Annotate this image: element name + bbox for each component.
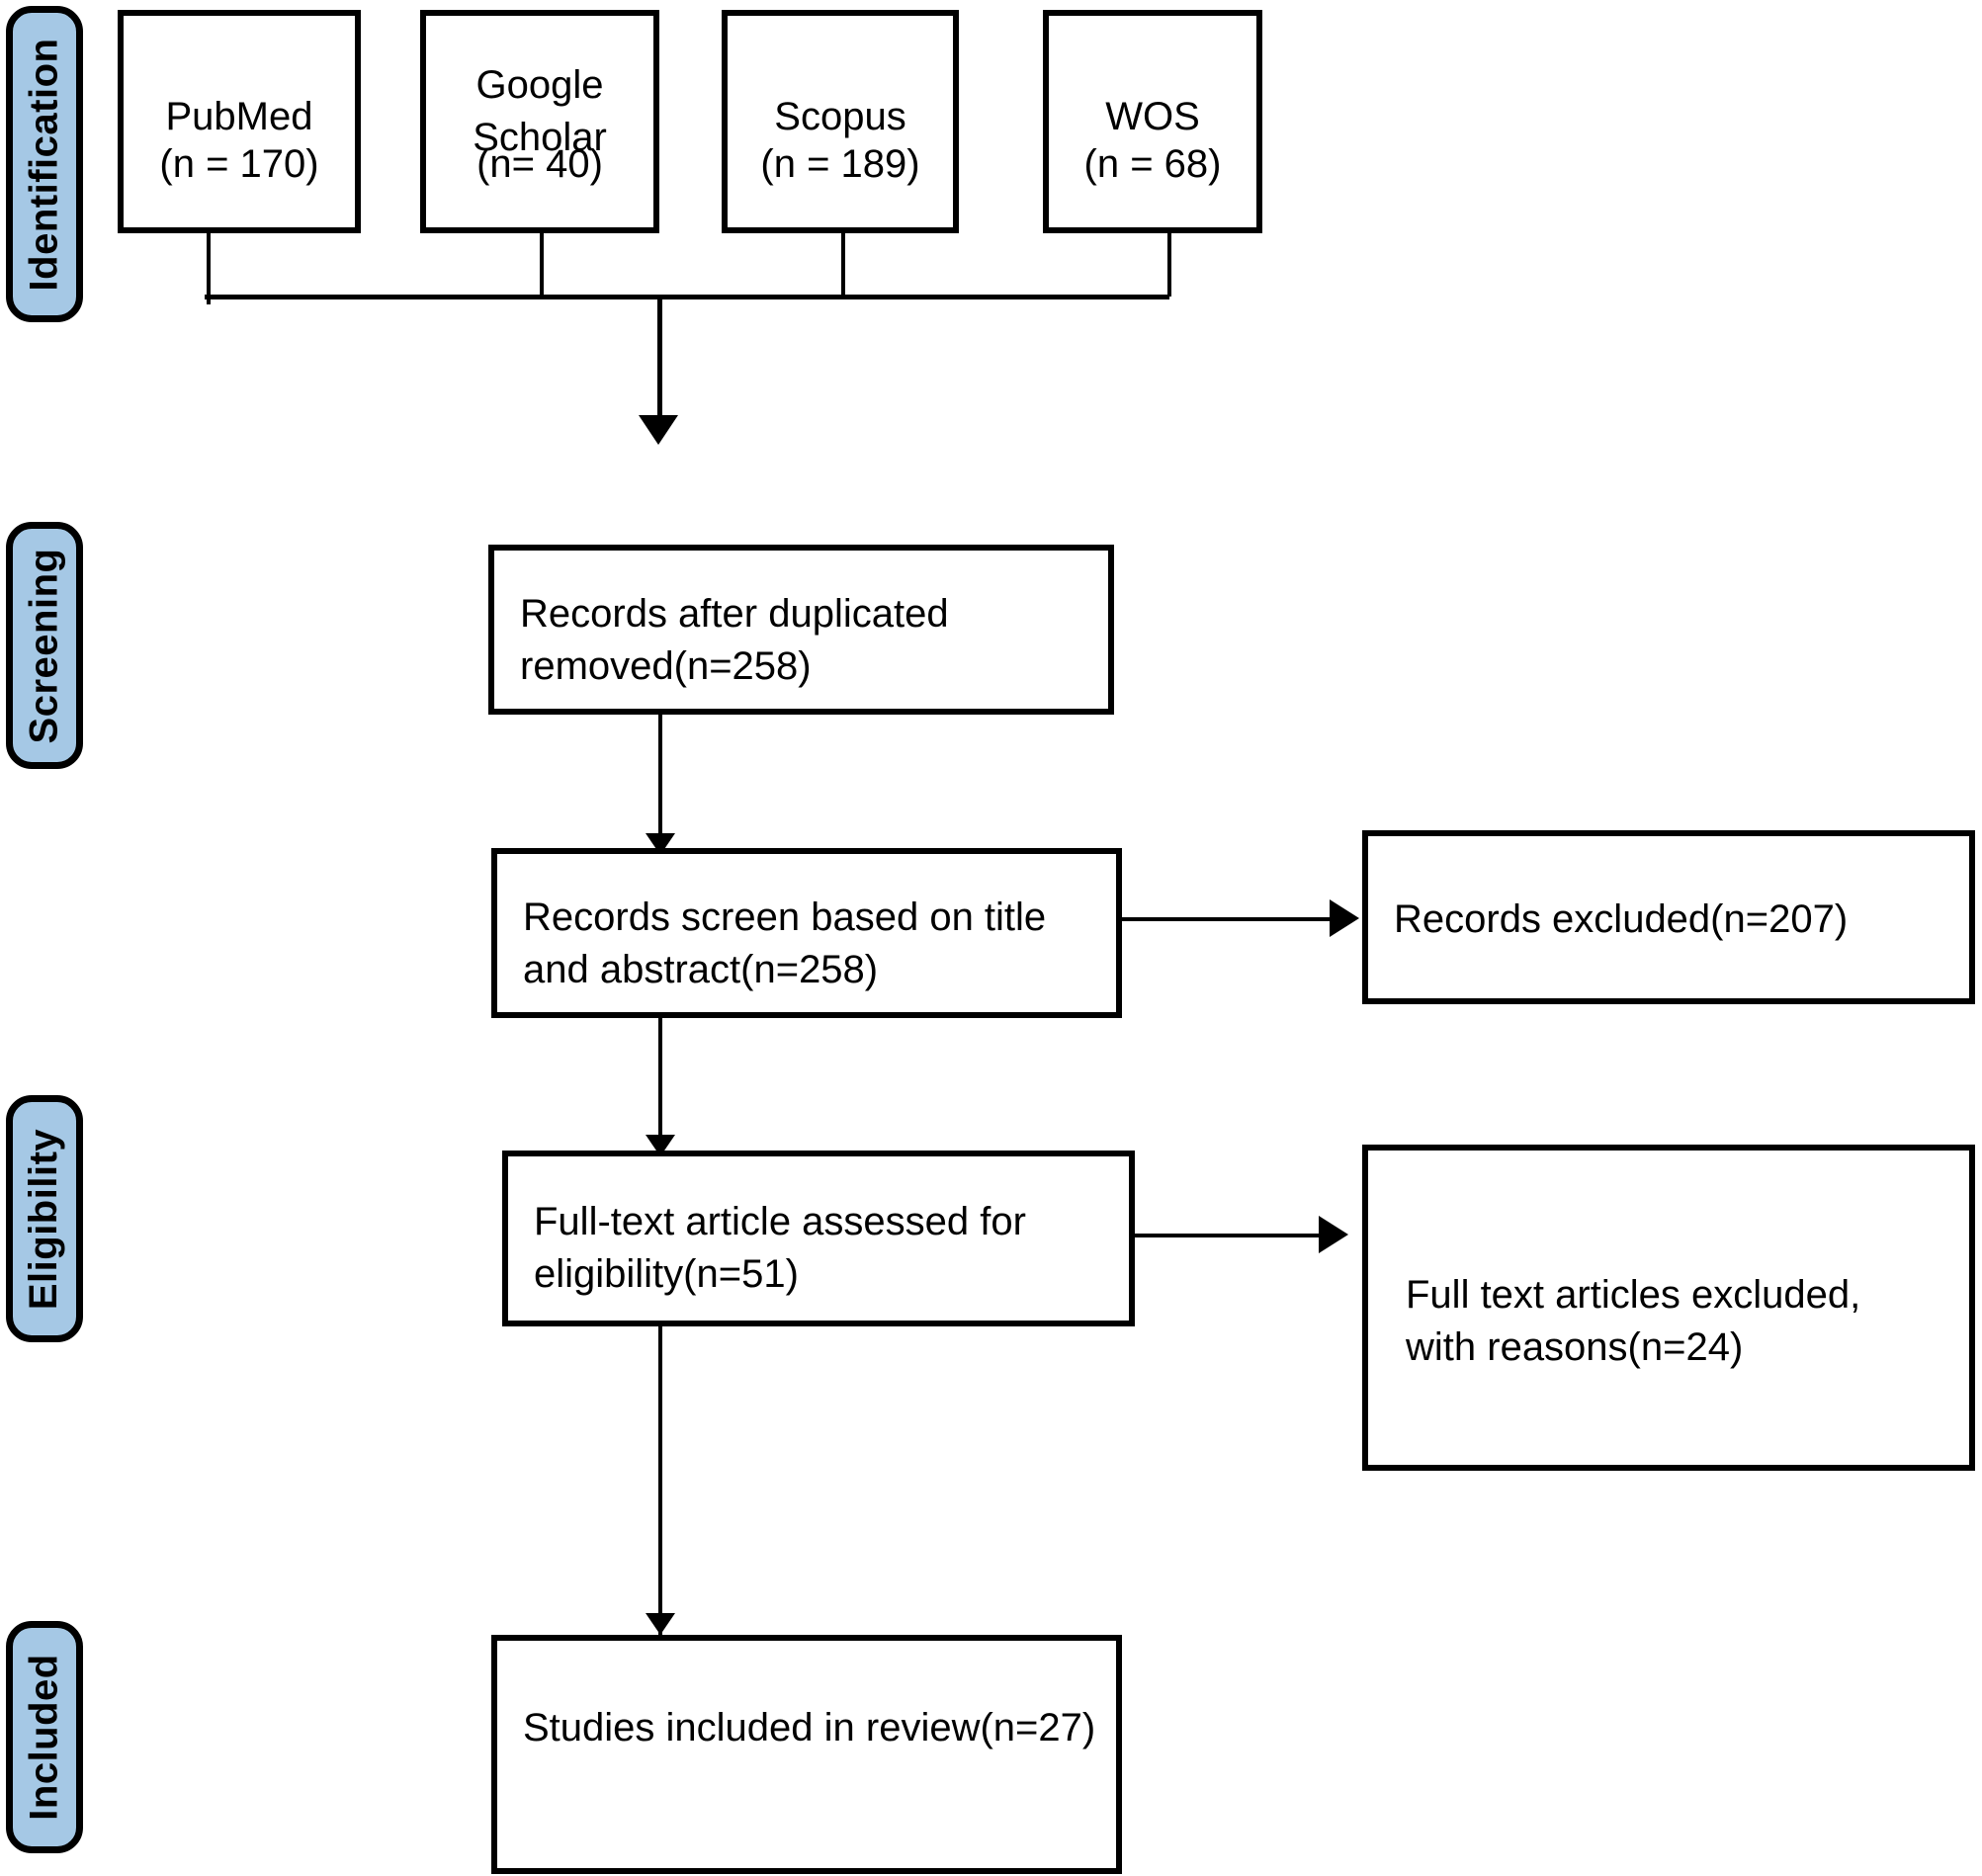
box-fulltext-excluded-text: Full text articles excluded, with reason… — [1406, 1273, 1861, 1369]
source-box-wos-name: WOS — [1105, 95, 1200, 138]
stage-label-included: Included — [6, 1621, 83, 1853]
box-fulltext-excluded: Full text articles excluded, with reason… — [1362, 1145, 1975, 1471]
connector-screened-to-fulltext — [658, 1018, 662, 1145]
connector-fulltext-to-excluded — [1135, 1234, 1329, 1237]
connector-manifold-stem — [657, 295, 662, 423]
connector-screened-to-excluded — [1122, 917, 1341, 921]
stage-label-eligibility-text: Eligibility — [22, 1128, 66, 1310]
stage-label-identification: Identification — [6, 6, 83, 322]
connector-dedup-to-screened — [658, 715, 662, 843]
source-box-pubmed: PubMed (n = 170) — [118, 10, 361, 233]
connector-manifold-bar — [205, 295, 1169, 299]
box-studies-included-text: Studies included in review(n=27) — [523, 1706, 1096, 1749]
box-records-excluded-text: Records excluded(n=207) — [1394, 897, 1849, 941]
arrow-fulltext-to-excluded — [1319, 1216, 1348, 1253]
connector-pubmed-drop — [207, 233, 211, 304]
arrow-manifold-to-dedup — [639, 415, 678, 445]
arrow-fulltext-to-included — [646, 1613, 675, 1635]
connector-fulltext-to-included — [658, 1326, 662, 1643]
connector-wos-drop — [1167, 233, 1171, 297]
stage-label-eligibility: Eligibility — [6, 1095, 83, 1342]
source-box-scopus-name: Scopus — [774, 95, 906, 138]
box-records-screened: Records screen based on title and abstra… — [491, 848, 1122, 1018]
source-box-google-scholar-name: Google Scholar — [473, 63, 607, 159]
source-box-pubmed-count: (n = 170) — [159, 142, 319, 186]
stage-label-screening: Screening — [6, 522, 83, 769]
stage-label-identification-text: Identification — [22, 38, 66, 291]
box-fulltext-assessed-text: Full-text article assessed for eligibili… — [534, 1200, 1026, 1296]
source-box-wos: WOS (n = 68) — [1043, 10, 1262, 233]
source-box-google-scholar-count: (n= 40) — [476, 142, 603, 186]
arrow-screened-to-excluded — [1330, 899, 1359, 937]
source-box-pubmed-name: PubMed — [165, 95, 313, 138]
box-duplicates-removed-text: Records after duplicated removed(n=258) — [520, 592, 949, 688]
connector-scopus-drop — [841, 233, 845, 297]
box-fulltext-assessed: Full-text article assessed for eligibili… — [502, 1151, 1135, 1326]
source-box-google-scholar: Google Scholar (n= 40) — [420, 10, 659, 233]
box-studies-included: Studies included in review(n=27) — [491, 1635, 1122, 1874]
stage-label-screening-text: Screening — [22, 548, 66, 743]
box-records-screened-text: Records screen based on title and abstra… — [523, 895, 1047, 991]
source-box-scopus-count: (n = 189) — [760, 142, 920, 186]
box-duplicates-removed: Records after duplicated removed(n=258) — [488, 545, 1114, 715]
source-box-wos-count: (n = 68) — [1083, 142, 1222, 186]
box-records-excluded: Records excluded(n=207) — [1362, 830, 1975, 1004]
stage-label-included-text: Included — [22, 1654, 66, 1821]
connector-google-scholar-drop — [540, 233, 544, 297]
source-box-scopus: Scopus (n = 189) — [722, 10, 959, 233]
